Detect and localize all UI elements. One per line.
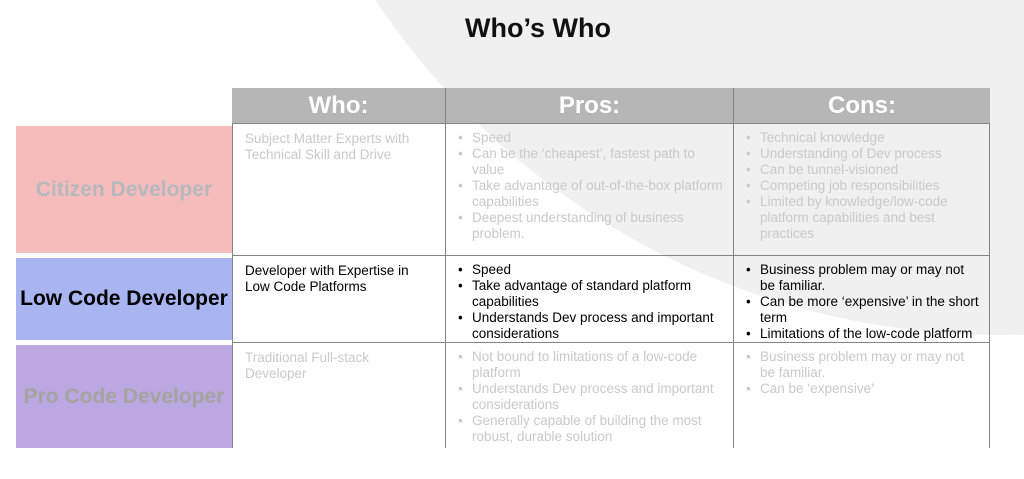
bullet-item: Business problem may or may not be famil… [746,349,979,381]
bullet-item: Take advantage of out-of-the-box platfor… [458,178,723,210]
bullet-item: Take advantage of standard platform capa… [458,278,723,310]
row-label-low-code-developer: Low Code Developer [16,255,232,342]
whos-who-table: Who: Pros: Cons: Citizen Developer Subje… [16,88,990,448]
bullet-list: Technical knowledgeUnderstanding of Dev … [734,130,989,242]
bullet-item: Generally capable of building the most r… [458,413,723,445]
cell-cons-citizen: Technical knowledgeUnderstanding of Dev … [733,123,990,255]
bullet-item: Speed [458,130,723,146]
header-corner-spacer [16,88,232,123]
bullet-item: Can be more ‘expensive’ in the short ter… [746,294,979,326]
bullet-item: Understands Dev process and important co… [458,310,723,342]
cell-pros-citizen: SpeedCan be the ‘cheapest’, fastest path… [445,123,733,255]
bullet-item: Can be tunnel-visioned [746,162,979,178]
bullet-list: SpeedTake advantage of standard platform… [446,262,733,342]
bullet-item: Technical knowledge [746,130,979,146]
bullet-item: Understands Dev process and important co… [458,381,723,413]
column-header-pros: Pros: [445,88,733,123]
bullet-list: Business problem may or may not be famil… [734,262,989,342]
bullet-item: Can be ‘expensive’ [746,381,979,397]
cell-who-citizen: Subject Matter Experts with Technical Sk… [232,123,445,255]
bullet-item: Speed [458,262,723,278]
cell-who-pro-code: Traditional Full-stack Developer [232,342,445,448]
cell-cons-pro-code: Business problem may or may not be famil… [733,342,990,448]
bullet-item: Competing job responsibilities [746,178,979,194]
row-label-text: Citizen Developer [16,126,232,253]
row-label-text: Pro Code Developer [16,345,232,448]
bullet-item: Not bound to limitations of a low-code p… [458,349,723,381]
bullet-item: Business problem may or may not be famil… [746,262,979,294]
bullet-list: Not bound to limitations of a low-code p… [446,349,733,445]
bullet-list: SpeedCan be the ‘cheapest’, fastest path… [446,130,733,242]
row-label-text: Low Code Developer [16,258,232,340]
bullet-item: Understanding of Dev process [746,146,979,162]
bullet-item: Deepest understanding of business proble… [458,210,723,242]
row-label-pro-code-developer: Pro Code Developer [16,342,232,448]
row-label-citizen-developer: Citizen Developer [16,123,232,255]
cell-cons-low-code: Business problem may or may not be famil… [733,255,990,342]
bullet-list: Business problem may or may not be famil… [734,349,989,397]
cell-pros-low-code: SpeedTake advantage of standard platform… [445,255,733,342]
cell-who-low-code: Developer with Expertise in Low Code Pla… [232,255,445,342]
bullet-item: Limitations of the low-code platform [746,326,979,342]
bullet-item: Limited by knowledge/low-code platform c… [746,194,979,242]
cell-pros-pro-code: Not bound to limitations of a low-code p… [445,342,733,448]
bullet-item: Can be the ‘cheapest’, fastest path to v… [458,146,723,178]
page-title: Who’s Who [465,13,611,43]
column-header-who: Who: [232,88,445,123]
column-header-cons: Cons: [733,88,990,123]
